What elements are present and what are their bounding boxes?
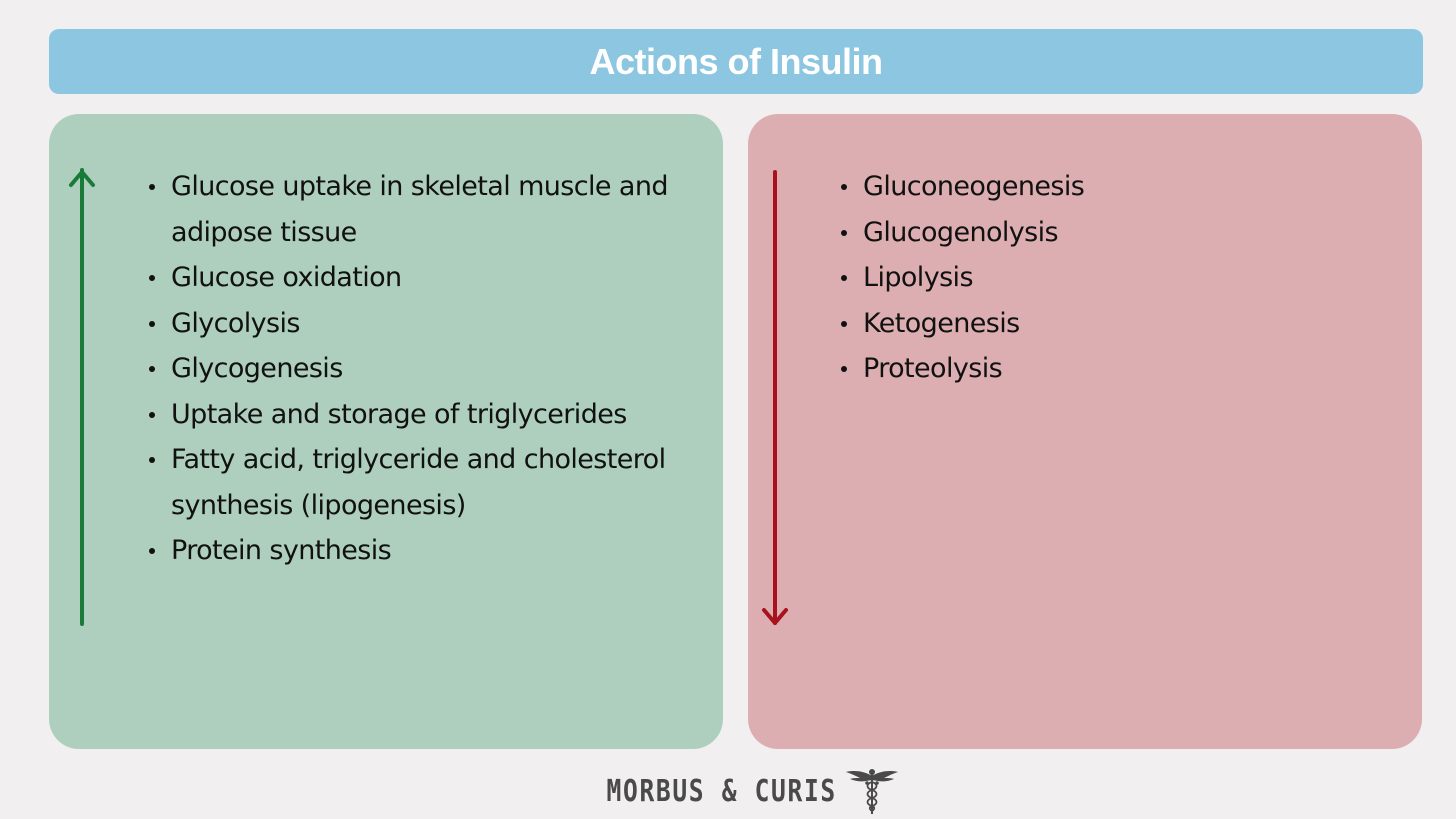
increased-actions-list: Glucose uptake in skeletal muscle and ad… <box>149 164 709 574</box>
list-item: Glucogenolysis <box>841 210 1381 256</box>
list-item: Uptake and storage of triglycerides <box>149 392 709 438</box>
list-item: Glucose uptake in skeletal muscle and ad… <box>149 164 709 255</box>
arrow-down-icon <box>762 170 788 625</box>
page-title: Actions of Insulin <box>589 40 884 82</box>
list-item: Lipolysis <box>841 255 1381 301</box>
caduceus-icon <box>846 769 899 814</box>
list-item: Glycogenesis <box>149 346 709 392</box>
brand-name: MORBUS & CURIS <box>606 773 837 809</box>
decreased-actions-list: Gluconeogenesis Glucogenolysis Lipolysis… <box>841 164 1381 392</box>
list-item: Fatty acid, triglyceride and cholesterol… <box>149 437 709 528</box>
arrow-up-icon <box>69 168 95 626</box>
list-item: Proteolysis <box>841 346 1381 392</box>
list-item: Glycolysis <box>149 301 709 347</box>
list-item: Protein synthesis <box>149 528 709 574</box>
list-item: Glucose oxidation <box>149 255 709 301</box>
footer: MORBUS & CURIS <box>0 766 1456 816</box>
list-item: Ketogenesis <box>841 301 1381 347</box>
increased-actions-panel: Glucose uptake in skeletal muscle and ad… <box>49 114 723 749</box>
title-bar: Actions of Insulin <box>49 29 1423 94</box>
decreased-actions-panel: Gluconeogenesis Glucogenolysis Lipolysis… <box>748 114 1422 749</box>
list-item: Gluconeogenesis <box>841 164 1381 210</box>
